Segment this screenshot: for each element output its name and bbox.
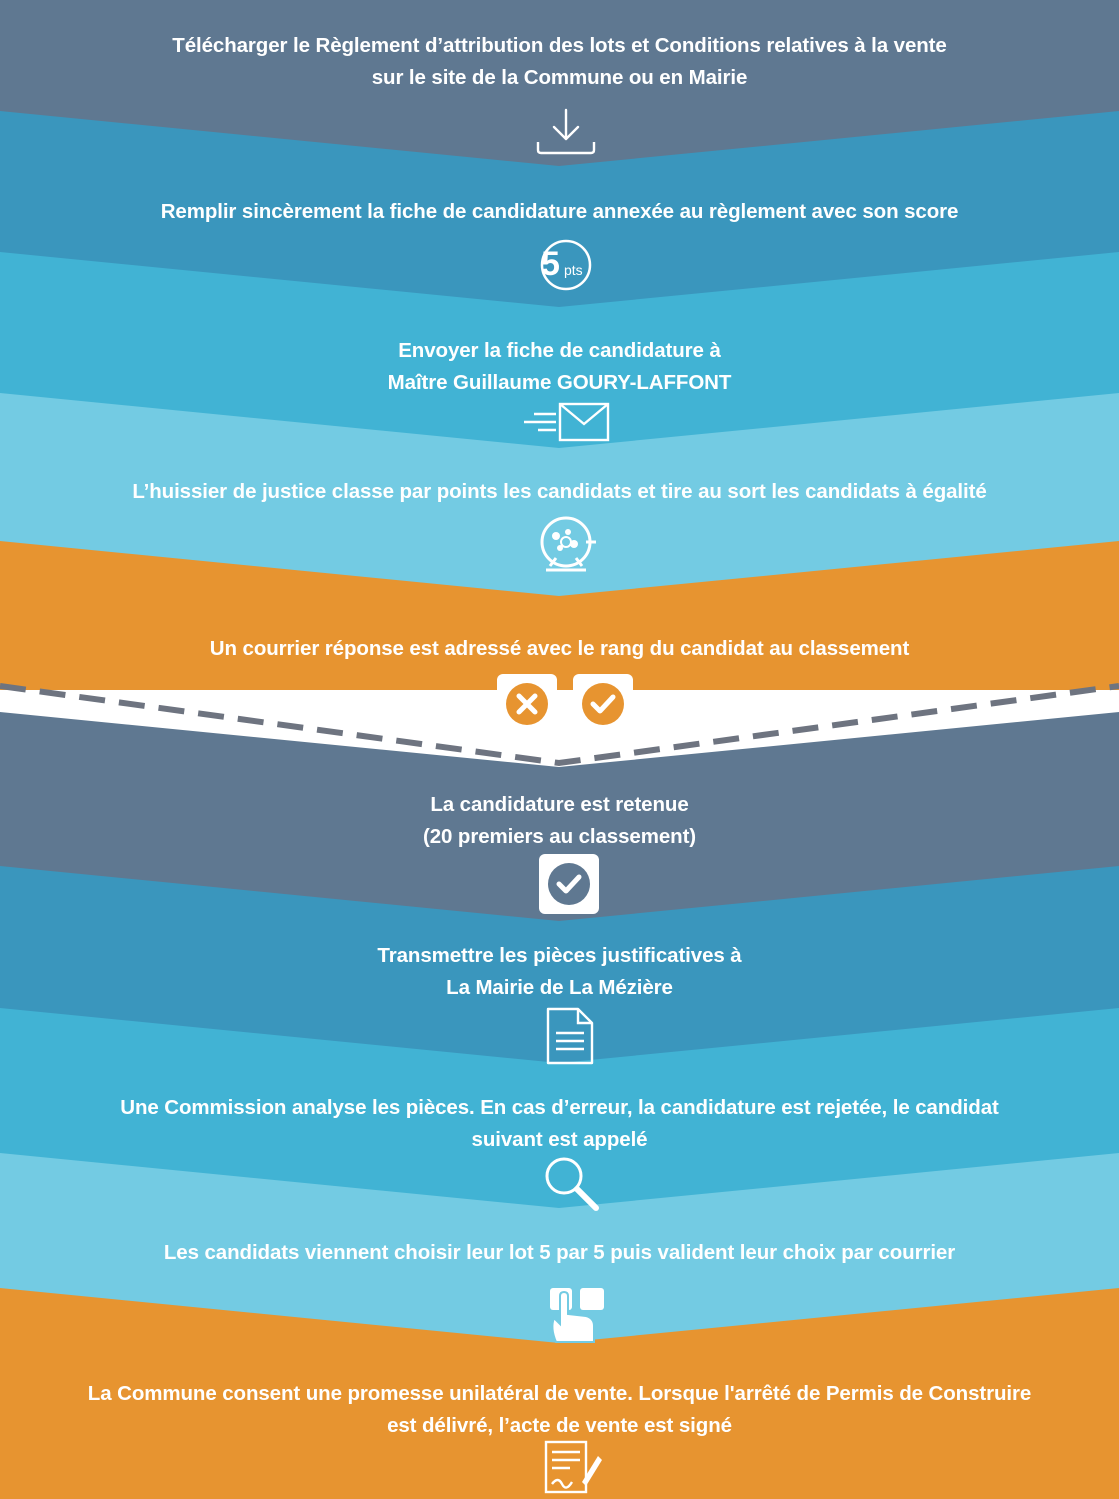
step-3-line-2: Maître Guillaume GOURY-LAFFONT bbox=[387, 371, 732, 394]
magnifier-icon bbox=[545, 1157, 599, 1211]
step-3-text: Envoyer la fiche de candidature à Maître… bbox=[10, 335, 1109, 399]
step-7-text: Transmettre les pièces justificatives à … bbox=[10, 940, 1109, 1004]
reject-icon bbox=[497, 674, 557, 734]
accept-icon bbox=[573, 674, 633, 734]
step-4-text: L’huissier de justice classe par points … bbox=[10, 476, 1109, 508]
close-circle-icon bbox=[506, 683, 548, 725]
band-step-2 bbox=[0, 106, 1119, 307]
step-1-text: Télécharger le Règlement d’attribution d… bbox=[10, 30, 1109, 94]
band-step-10 bbox=[0, 1283, 1119, 1499]
step-8-text: Une Commission analyse les pièces. En ca… bbox=[10, 1092, 1109, 1156]
step-2-line-1: Remplir sincèrement la fiche de candidat… bbox=[160, 200, 959, 223]
band-step-3 bbox=[0, 247, 1119, 448]
step-6-text: La candidature est retenue (20 premiers … bbox=[10, 789, 1109, 853]
score-badge-icon: 5 pts bbox=[528, 236, 600, 294]
band-step-6 bbox=[0, 710, 1119, 921]
download-icon bbox=[536, 108, 596, 155]
touch-hand-icon bbox=[550, 1288, 604, 1343]
step-9-line-1: Les candidats viennent choisir leur lot … bbox=[163, 1241, 956, 1264]
step-2-text: Remplir sincèrement la fiche de candidat… bbox=[10, 196, 1109, 228]
step-7-line-1: Transmettre les pièces justificatives à bbox=[377, 944, 742, 967]
dashed-separator bbox=[0, 683, 1119, 767]
score-unit: pts bbox=[564, 262, 583, 278]
check-circle-icon bbox=[582, 683, 624, 725]
step-10-text: La Commune consent une promesse unilatér… bbox=[10, 1378, 1109, 1442]
step-10-line-2: est délivré, l’acte de vente est signé bbox=[387, 1414, 732, 1437]
step-5-text: Un courrier réponse est adressé avec le … bbox=[10, 633, 1109, 665]
band-step-5 bbox=[0, 536, 1119, 690]
band-step-1 bbox=[0, 0, 1119, 166]
band-step-7 bbox=[0, 861, 1119, 1063]
step-1-line-2: sur le site de la Commune ou en Mairie bbox=[371, 66, 748, 89]
step-1-line-1: Télécharger le Règlement d’attribution d… bbox=[172, 34, 947, 57]
envelope-icon bbox=[524, 402, 610, 442]
step-6-line-2: (20 premiers au classement) bbox=[422, 825, 697, 848]
step-3-line-1: Envoyer la fiche de candidature à bbox=[398, 339, 721, 362]
document-icon bbox=[546, 1007, 594, 1065]
step-7-line-2: La Mairie de La Mézière bbox=[446, 976, 673, 999]
step-8-line-2: suivant est appelé bbox=[471, 1128, 648, 1151]
step-5-line-1: Un courrier réponse est adressé avec le … bbox=[209, 637, 910, 660]
band-step-8 bbox=[0, 1003, 1119, 1208]
step-6-line-1: La candidature est retenue bbox=[430, 793, 689, 816]
step-10-line-1: La Commune consent une promesse unilatér… bbox=[87, 1382, 1032, 1405]
step-8-line-1: Une Commission analyse les pièces. En ca… bbox=[120, 1096, 999, 1119]
step-4-line-1: L’huissier de justice classe par points … bbox=[132, 480, 987, 503]
lottery-drum-icon bbox=[540, 516, 596, 572]
band-step-4 bbox=[0, 388, 1119, 596]
circle-icon bbox=[540, 239, 592, 291]
signed-contract-icon bbox=[544, 1440, 602, 1494]
band-step-9 bbox=[0, 1148, 1119, 1343]
check-circle-icon bbox=[548, 863, 590, 905]
score-value: 5 bbox=[541, 245, 560, 283]
check-badge-icon bbox=[539, 854, 599, 914]
step-9-text: Les candidats viennent choisir leur lot … bbox=[10, 1237, 1109, 1269]
separator-wedge bbox=[0, 690, 1119, 767]
